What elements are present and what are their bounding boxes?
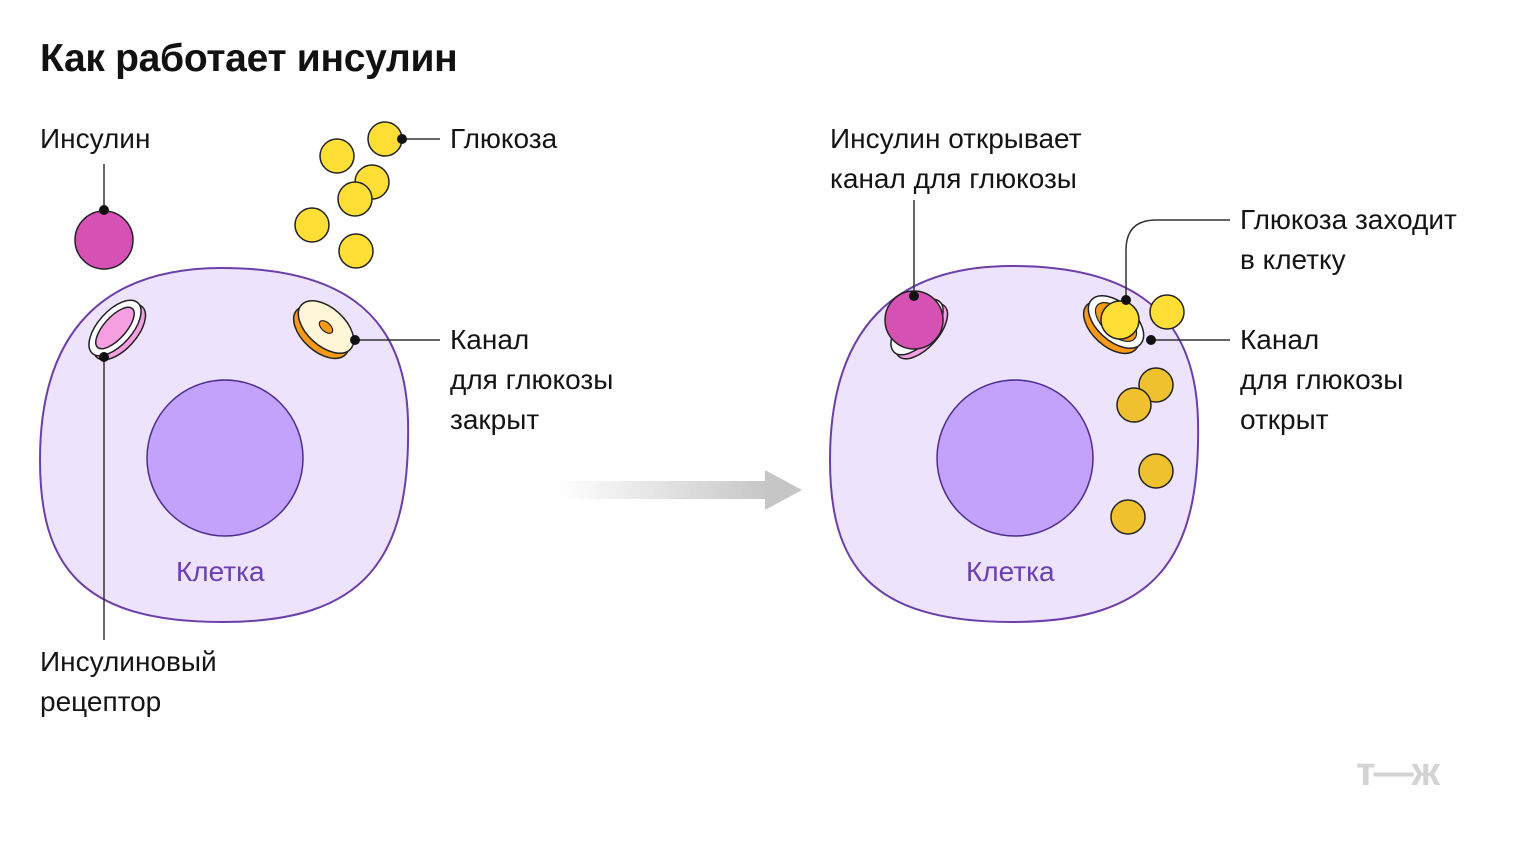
left-cell [38, 266, 410, 624]
label-channel-open: Канал для глюкозы открыт [1240, 324, 1404, 435]
glucose-molecule [319, 138, 355, 174]
brand-logo: т—ж [1356, 750, 1440, 794]
label-channel-closed: Канал для глюкозы закрыт [450, 324, 614, 435]
leader-dot [1121, 295, 1131, 305]
glucose-molecule [367, 121, 403, 157]
glucose-molecule [1116, 387, 1152, 423]
glucose-molecule [1110, 499, 1146, 535]
leader-glucose-enters [1125, 219, 1230, 300]
insulin-molecule [74, 210, 134, 270]
label-insulin-opens: Инсулин открывает канал для глюкозы [830, 123, 1082, 194]
glucose-channel-closed [292, 300, 355, 360]
glucose-molecule [337, 181, 373, 217]
label-receptor: Инсулиновый рецептор [40, 646, 217, 717]
page-title: Как работает инсулин [40, 37, 458, 80]
leader-dot [99, 205, 109, 215]
cell-nucleus [146, 379, 304, 537]
right-cell [828, 264, 1200, 624]
label-glucose: Глюкоза [450, 123, 558, 154]
leader-dot [1146, 335, 1156, 345]
label-glucose-enters: Глюкоза заходит в клетку [1240, 204, 1457, 275]
label-insulin: Инсулин [40, 123, 151, 154]
leader-dot [350, 335, 360, 345]
glucose-molecule [294, 207, 330, 243]
leader-dot [397, 134, 407, 144]
leader-dot [99, 352, 109, 362]
glucose-group-outside [294, 121, 403, 269]
glucose-molecule [338, 233, 374, 269]
leader-dot [909, 291, 919, 301]
cell-nucleus [936, 379, 1094, 537]
transition-arrow [558, 470, 802, 510]
label-cell-right: Клетка [966, 556, 1055, 587]
glucose-molecule [1149, 294, 1185, 330]
glucose-entering [1100, 300, 1140, 340]
glucose-group-inside [1110, 367, 1174, 535]
glucose-molecule [1138, 453, 1174, 489]
label-cell-left: Клетка [176, 556, 265, 587]
insulin-receptor [88, 299, 147, 361]
